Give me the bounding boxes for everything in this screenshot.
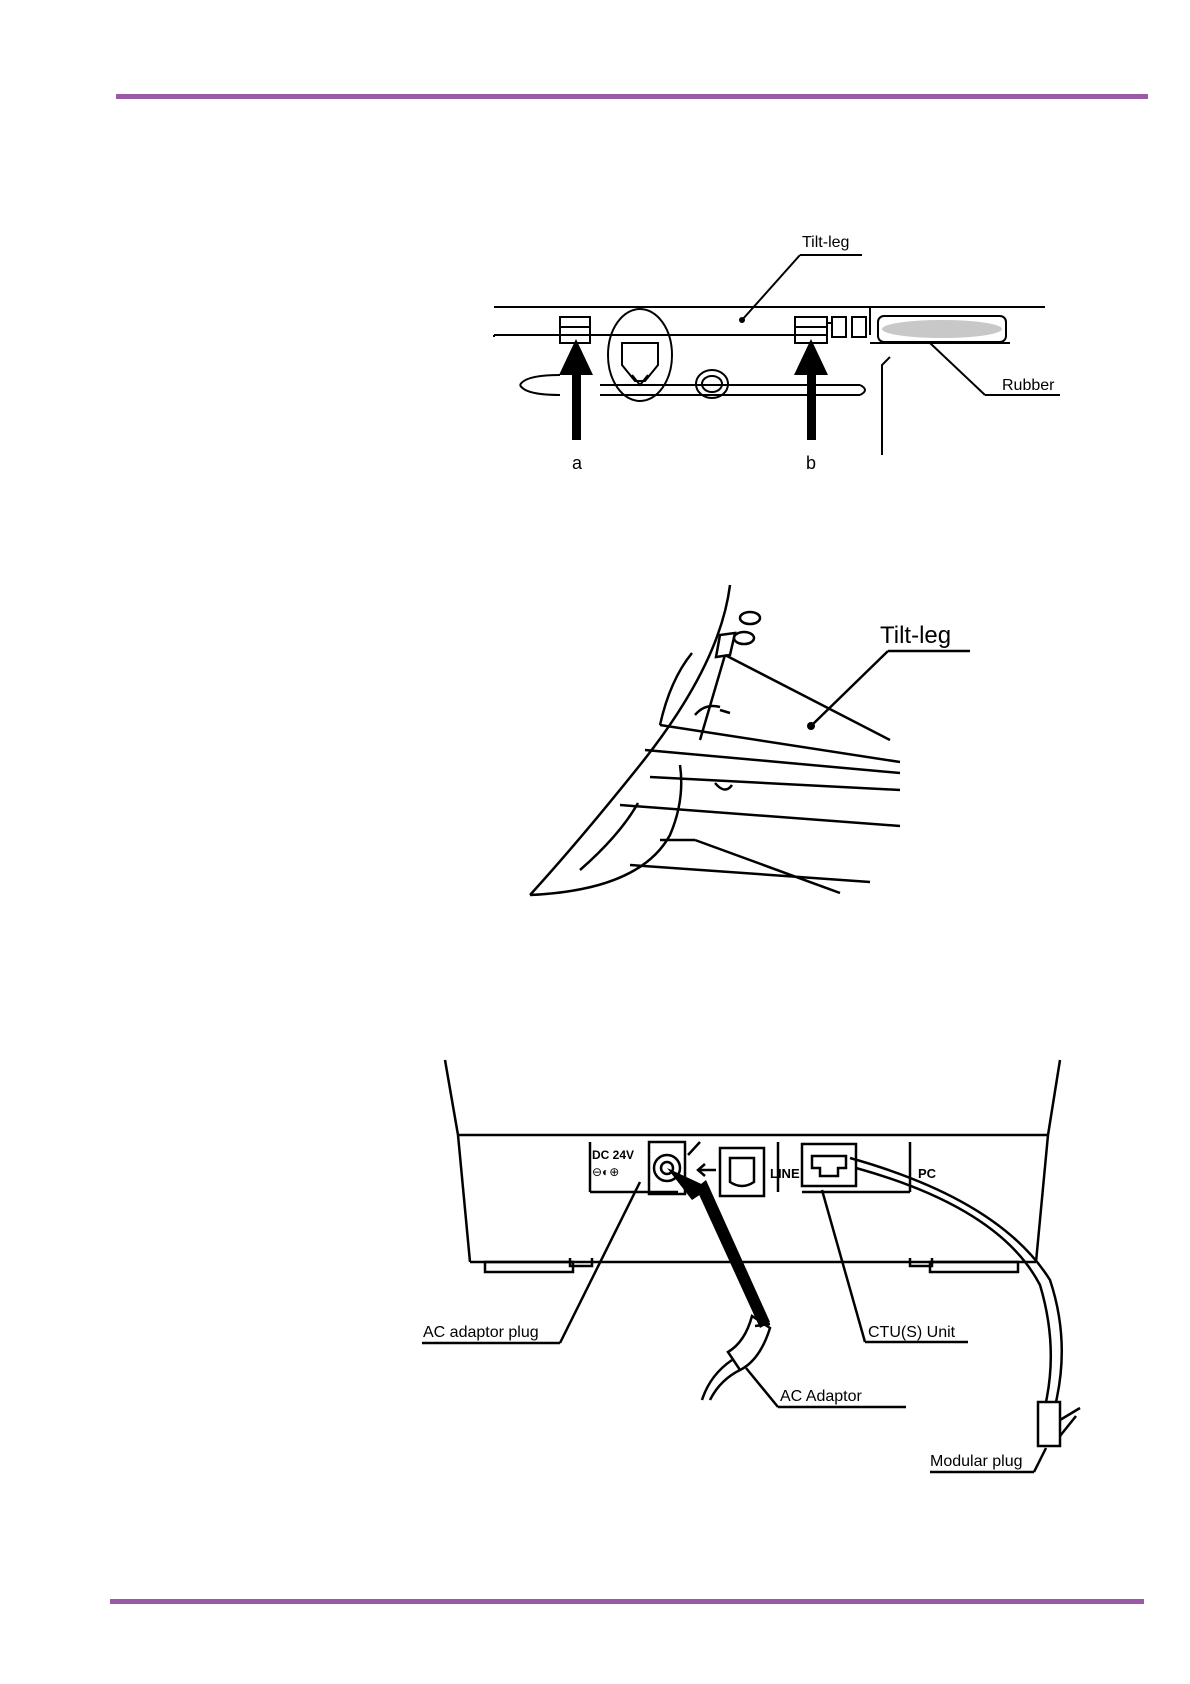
arrow-a	[572, 370, 581, 440]
port-dc-polarity: ⊖◐⊕	[592, 1165, 619, 1179]
port-line-label: LINE	[770, 1166, 800, 1181]
label-ac-adaptor-plug: AC adaptor plug	[423, 1324, 539, 1341]
port-pc-label: PC	[918, 1166, 937, 1181]
bottom-rule	[110, 1599, 1144, 1604]
label-a: a	[572, 453, 583, 473]
figure-tilt-leg-side: Tilt-leg	[520, 585, 990, 910]
label-ac-adaptor: AC Adaptor	[780, 1388, 863, 1405]
rubber-pad	[882, 320, 1002, 338]
label-b: b	[806, 453, 816, 473]
arrow-b	[807, 370, 816, 440]
top-rule	[116, 94, 1148, 99]
label-rubber: Rubber	[1002, 377, 1055, 394]
label-modular-plug: Modular plug	[930, 1453, 1023, 1470]
figure-rear-connectors: DC 24V ⊖◐⊕ LINE PC AC adaptor plug CTU(S…	[440, 1060, 1140, 1480]
figure-tilt-leg-underside: Tilt-leg Rubber a b	[480, 225, 1080, 470]
label-ctu-unit: CTU(S) Unit	[868, 1324, 956, 1341]
port-dc-label: DC 24V	[592, 1148, 634, 1162]
label-tilt-leg-side: Tilt-leg	[880, 622, 951, 649]
label-tilt-leg: Tilt-leg	[802, 234, 849, 251]
